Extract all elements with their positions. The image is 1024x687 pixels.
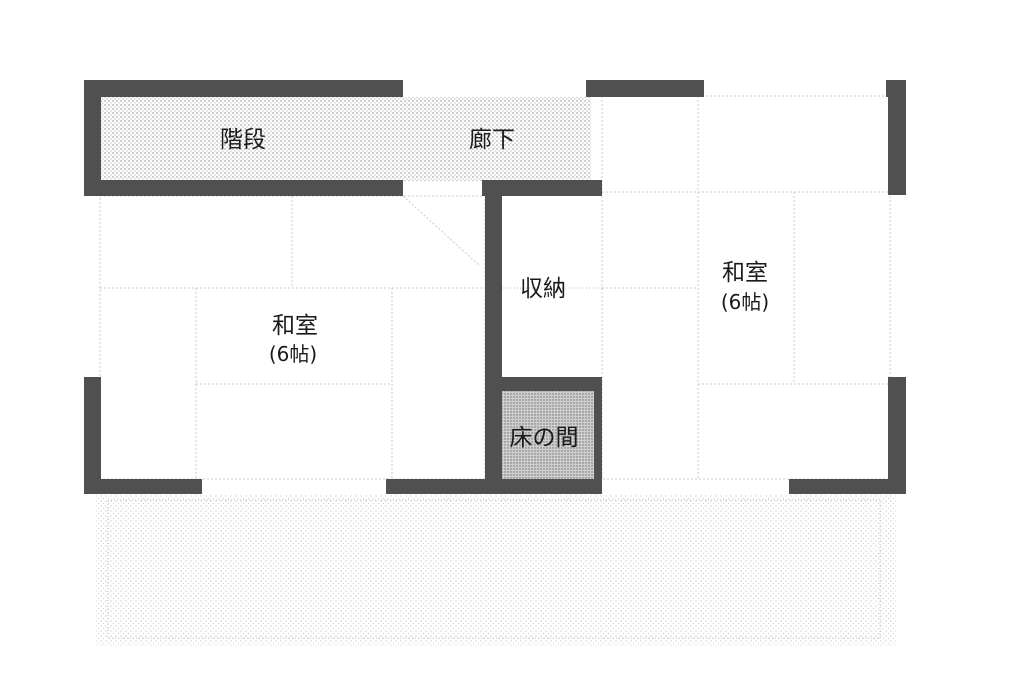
tokonoma-label: 床の間 bbox=[510, 425, 579, 451]
tatami-lines-right bbox=[601, 95, 891, 480]
washitsu-left-size: (6帖) bbox=[269, 342, 317, 366]
storage-label: 収納 bbox=[520, 276, 566, 302]
washitsu-right-label: 和室 bbox=[722, 260, 768, 286]
stairs-label: 階段 bbox=[220, 127, 266, 153]
washitsu-right-size: (6帖) bbox=[721, 290, 769, 314]
stairs-area bbox=[101, 97, 403, 181]
hallway-area bbox=[403, 97, 591, 181]
walls bbox=[84, 80, 906, 494]
washitsu-left-label: 和室 bbox=[272, 313, 318, 339]
hallway-label: 廊下 bbox=[469, 127, 515, 153]
veranda-area bbox=[96, 494, 896, 646]
tokonoma-area bbox=[500, 391, 594, 479]
veranda-outline bbox=[107, 499, 881, 639]
